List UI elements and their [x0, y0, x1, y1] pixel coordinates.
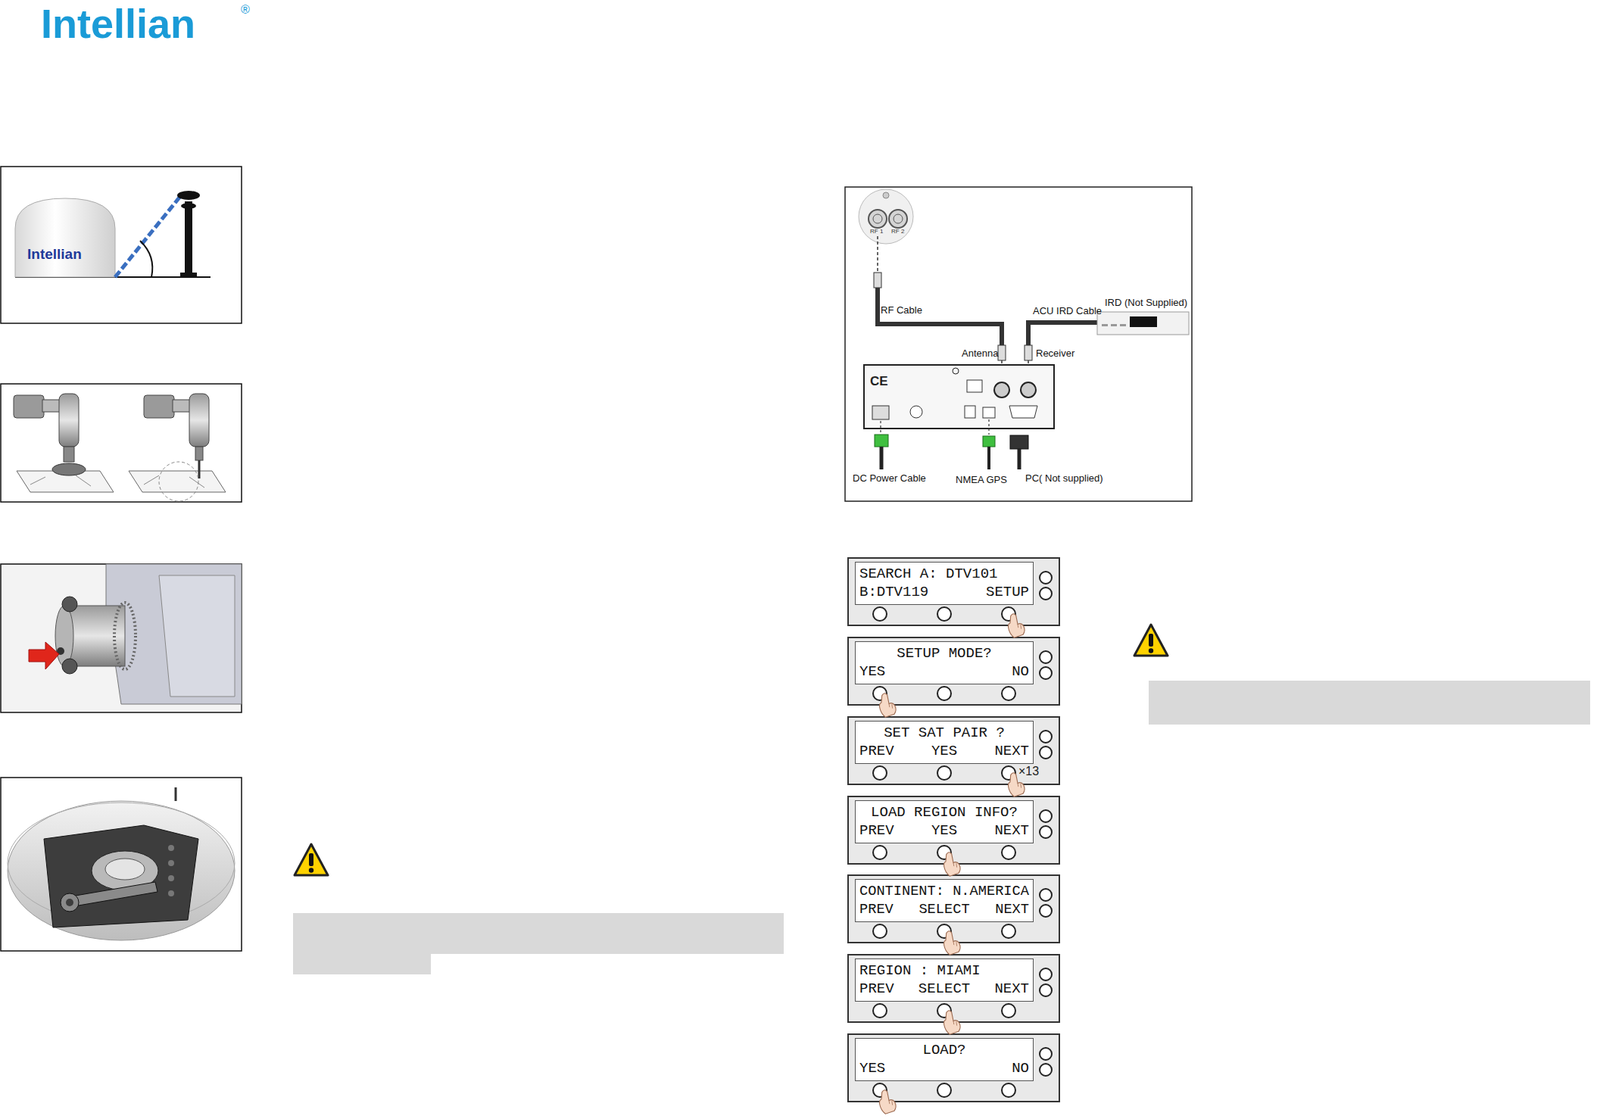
soft-key-label: SELECT: [918, 900, 970, 919]
pointing-hand: [879, 693, 896, 718]
lcd-display: CONTINENT: N.AMERICAPREV SELECT NEXT: [854, 879, 1034, 923]
repeat-count: ×13: [1018, 764, 1039, 779]
registered-mark: ®: [240, 3, 250, 17]
pointing-hand: [879, 1090, 896, 1115]
port-label: RF 2: [891, 228, 905, 236]
lcd-screen: LOAD? YES NO: [848, 1034, 1060, 1102]
lcd-message: SETUP MODE?: [896, 644, 992, 663]
lcd-frame: [848, 954, 1060, 1023]
lcd-frame: [848, 1034, 1060, 1102]
soft-key-label: NEXT: [994, 742, 1030, 761]
cable-label: NMEA GPS: [955, 474, 1008, 486]
ce-mark: CE: [870, 374, 889, 390]
soft-key-label: B:DTV119: [859, 583, 929, 602]
lcd-frame: [848, 796, 1060, 864]
dome-logo: Intellian: [27, 246, 82, 263]
lcd-display: LOAD REGION INFO?PREV YES NEXT: [854, 800, 1034, 844]
pointing-hand: [943, 852, 961, 877]
pointing-hand: [943, 931, 961, 956]
brand-logo: Intellian: [40, 1, 196, 47]
lcd-frame: [848, 717, 1060, 785]
lcd-frame: [848, 558, 1060, 626]
lcd-message: SET SAT PAIR ?: [883, 723, 1005, 743]
soft-key-label: NEXT: [994, 900, 1030, 919]
figure-frame: [0, 166, 242, 324]
lcd-display: SEARCH A: DTV101B:DTV119 SETUP: [854, 561, 1034, 606]
soft-key-label: NEXT: [994, 979, 1030, 999]
lcd-frame: [848, 875, 1060, 943]
soft-key-label: PREV: [859, 900, 894, 919]
pointing-hand: [1007, 614, 1025, 639]
lcd-message: REGION : MIAMI: [859, 961, 981, 980]
soft-key-label: PREV: [859, 979, 895, 999]
lcd-screen: REGION : MIAMIPREV SELECT NEXT: [848, 954, 1060, 1023]
soft-key-label: PREV: [859, 821, 895, 840]
port-label: Receiver: [1035, 348, 1075, 359]
soft-key-label: SETUP: [985, 583, 1030, 602]
lcd-message: SEARCH A: DTV101: [859, 564, 998, 584]
cable-label: RF Cable: [880, 305, 923, 316]
lcd-display: SETUP MODE? YES NO: [854, 641, 1034, 685]
lcd-display: SET SAT PAIR ?PREV YES NEXT: [854, 720, 1034, 765]
soft-key-label: NEXT: [994, 821, 1030, 840]
pointing-hand: [943, 1010, 961, 1036]
lcd-message: CONTINENT: N.AMERICA: [859, 882, 1030, 901]
lcd-screen: SETUP MODE? YES NO: [848, 637, 1060, 705]
lcd-frame: [848, 637, 1060, 705]
lcd-message: LOAD?: [922, 1041, 966, 1060]
soft-key-label: PREV: [859, 742, 895, 761]
soft-key-label: SELECT: [918, 979, 970, 999]
lcd-screen: SEARCH A: DTV101B:DTV119 SETUP: [848, 558, 1060, 626]
lcd-screen: SET SAT PAIR ?PREV YES NEXT: [848, 717, 1060, 785]
soft-key-label: NO: [1011, 1059, 1030, 1078]
soft-key-label: YES: [931, 821, 958, 840]
lcd-display: LOAD? YES NO: [854, 1038, 1034, 1082]
soft-key-label: NO: [1011, 662, 1030, 681]
lcd-display: REGION : MIAMIPREV SELECT NEXT: [854, 958, 1034, 1002]
lcd-message: LOAD REGION INFO?: [870, 803, 1018, 822]
lcd-screen: CONTINENT: N.AMERICAPREV SELECT NEXT: [848, 875, 1060, 943]
port-label: Antenna: [961, 348, 999, 359]
soft-key-label: YES: [859, 662, 886, 681]
device-label: IRD (Not Supplied): [1104, 297, 1188, 309]
cable-label: DC Power Cable: [852, 473, 927, 484]
port-label: RF 1: [870, 228, 883, 236]
soft-key-label: YES: [859, 1059, 886, 1078]
cable-label: ACU IRD Cable: [1032, 305, 1102, 317]
cable-label: PC( Not supplied): [1025, 473, 1104, 484]
soft-key-label: YES: [931, 742, 958, 761]
lcd-screen: LOAD REGION INFO?PREV YES NEXT: [848, 796, 1060, 864]
